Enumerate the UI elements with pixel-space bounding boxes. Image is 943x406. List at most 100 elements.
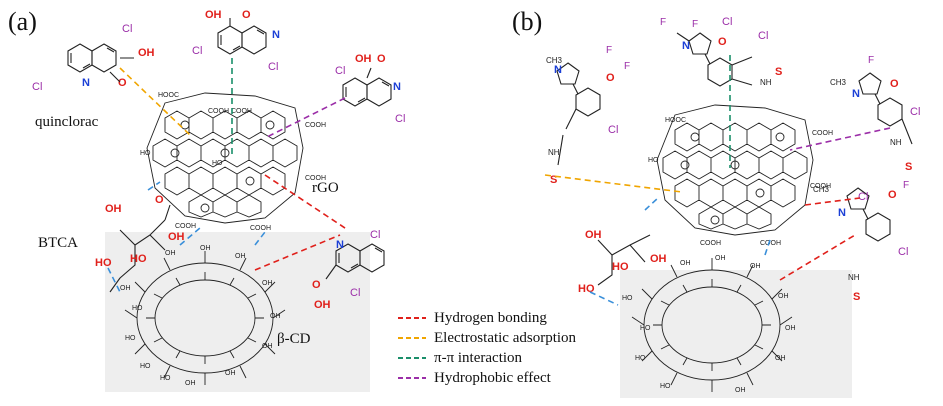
svg-text:HO: HO bbox=[132, 305, 143, 312]
panel-a-label: (a) bbox=[8, 7, 37, 36]
svg-text:F: F bbox=[606, 45, 612, 56]
svg-text:HO: HO bbox=[95, 257, 112, 269]
svg-text:OH: OH bbox=[775, 355, 786, 362]
svg-text:COOH: COOH bbox=[760, 240, 781, 247]
hbond-blue-a2 bbox=[107, 267, 121, 293]
svg-text:OH: OH bbox=[262, 280, 273, 287]
svg-text:HO: HO bbox=[140, 150, 151, 157]
svg-text:OH: OH bbox=[120, 285, 131, 292]
svg-text:OH: OH bbox=[650, 253, 667, 265]
svg-text:HOOC: HOOC bbox=[665, 117, 686, 124]
sulfentrazone-top: Cl Cl F F O N NH S bbox=[660, 16, 782, 87]
svg-text:COOH: COOH bbox=[812, 130, 833, 137]
svg-text:F: F bbox=[903, 180, 909, 191]
rgo-groups-b: HOOC COOH HO COOH COOH COOH bbox=[648, 117, 833, 247]
legend-label-1: Electrostatic adsorption bbox=[434, 330, 577, 346]
beta-cd-background-b bbox=[620, 270, 852, 398]
svg-text:F: F bbox=[624, 61, 630, 72]
beta-cd-label-a: β-CD bbox=[277, 331, 311, 347]
quinclorac-bottom-right: Cl N O OH Cl bbox=[312, 229, 385, 311]
svg-text:HO: HO bbox=[140, 363, 151, 370]
btca-molecule: OH HO OH HO O bbox=[95, 194, 185, 293]
rgo-label-a: rGO bbox=[312, 180, 339, 196]
svg-text:HO: HO bbox=[125, 335, 136, 342]
svg-text:Cl: Cl bbox=[608, 124, 618, 136]
svg-text:COOH: COOH bbox=[700, 240, 721, 247]
svg-text:HO: HO bbox=[130, 253, 147, 265]
svg-text:OH: OH bbox=[585, 229, 602, 241]
svg-text:S: S bbox=[550, 174, 557, 186]
svg-text:N: N bbox=[82, 77, 90, 89]
svg-text:O: O bbox=[118, 77, 127, 89]
svg-text:COOH: COOH bbox=[305, 122, 326, 129]
svg-text:O: O bbox=[242, 9, 251, 21]
svg-text:OH: OH bbox=[750, 263, 761, 270]
svg-text:OH: OH bbox=[785, 325, 796, 332]
svg-text:Cl: Cl bbox=[395, 113, 405, 125]
hbond-blue-b1 bbox=[644, 197, 659, 211]
svg-text:Cl: Cl bbox=[370, 229, 380, 241]
hydrophobic-line-b bbox=[789, 127, 891, 151]
svg-text:HO: HO bbox=[212, 160, 223, 167]
svg-text:OH: OH bbox=[735, 387, 746, 394]
electrostatic-line-a bbox=[119, 67, 191, 136]
hydrophobic-line-a bbox=[264, 97, 346, 139]
svg-text:O: O bbox=[312, 279, 321, 291]
sulfentrazone-left: F F O N CH3 Cl NH S bbox=[546, 45, 630, 186]
hbond-blue-a1 bbox=[147, 181, 161, 191]
svg-text:OH: OH bbox=[270, 313, 281, 320]
svg-text:OH: OH bbox=[680, 260, 691, 267]
svg-text:OH: OH bbox=[185, 380, 196, 387]
svg-text:COOH COOH: COOH COOH bbox=[208, 108, 252, 115]
svg-text:COOH: COOH bbox=[250, 225, 271, 232]
sulfentrazone-right: F O CH3 N Cl NH S bbox=[830, 55, 920, 173]
legend-label-3: Hydrophobic effect bbox=[434, 370, 552, 386]
quinclorac-topleft: Cl Cl N OH O bbox=[32, 23, 155, 93]
svg-text:N: N bbox=[272, 29, 280, 41]
beta-cd-background bbox=[105, 232, 370, 392]
quinclorac-right: OH O Cl N Cl bbox=[335, 53, 405, 125]
svg-text:OH: OH bbox=[200, 245, 211, 252]
svg-text:Cl: Cl bbox=[858, 191, 868, 203]
panel-b-label: (b) bbox=[512, 7, 542, 36]
svg-text:Cl: Cl bbox=[722, 16, 732, 28]
svg-text:OH: OH bbox=[778, 293, 789, 300]
panel-a: (a) OH HO HO HO OH OH OH OH OH OH OH OH HO β-C… bbox=[8, 7, 405, 392]
svg-text:HO: HO bbox=[622, 295, 633, 302]
svg-text:F: F bbox=[692, 19, 698, 30]
svg-text:Cl: Cl bbox=[350, 287, 360, 299]
svg-text:OH: OH bbox=[165, 250, 176, 257]
svg-text:OH: OH bbox=[715, 255, 726, 262]
svg-text:Cl: Cl bbox=[32, 81, 42, 93]
quinclorac-label: quinclorac bbox=[35, 114, 99, 130]
electrostatic-line-b bbox=[544, 174, 683, 193]
legend-label-0: Hydrogen bonding bbox=[434, 310, 547, 326]
rgo-groups-a: HOOC COOH COOH COOH HO COOH COOH COOH HO bbox=[140, 92, 326, 232]
svg-text:HO: HO bbox=[160, 375, 171, 382]
hbond-blue-b3 bbox=[764, 239, 771, 256]
svg-text:OH: OH bbox=[138, 47, 155, 59]
hbond-line-a2 bbox=[254, 234, 341, 271]
svg-text:N: N bbox=[393, 81, 401, 93]
svg-text:HO: HO bbox=[640, 325, 651, 332]
svg-text:O: O bbox=[718, 36, 727, 48]
svg-text:OH: OH bbox=[225, 370, 236, 377]
svg-text:S: S bbox=[853, 291, 860, 303]
svg-text:OH: OH bbox=[314, 299, 331, 311]
svg-text:CH3: CH3 bbox=[830, 78, 847, 87]
hbond-blue-b2 bbox=[589, 291, 619, 306]
svg-text:N: N bbox=[682, 40, 690, 52]
hbond-line-a1 bbox=[264, 174, 349, 231]
svg-text:OH: OH bbox=[355, 53, 372, 65]
svg-text:COOH: COOH bbox=[175, 223, 196, 230]
svg-text:HO: HO bbox=[635, 355, 646, 362]
rgo-sheet-b bbox=[656, 104, 814, 236]
svg-text:CH3: CH3 bbox=[546, 56, 563, 65]
svg-text:O: O bbox=[606, 72, 615, 84]
hbond-blue-a4 bbox=[254, 231, 266, 246]
